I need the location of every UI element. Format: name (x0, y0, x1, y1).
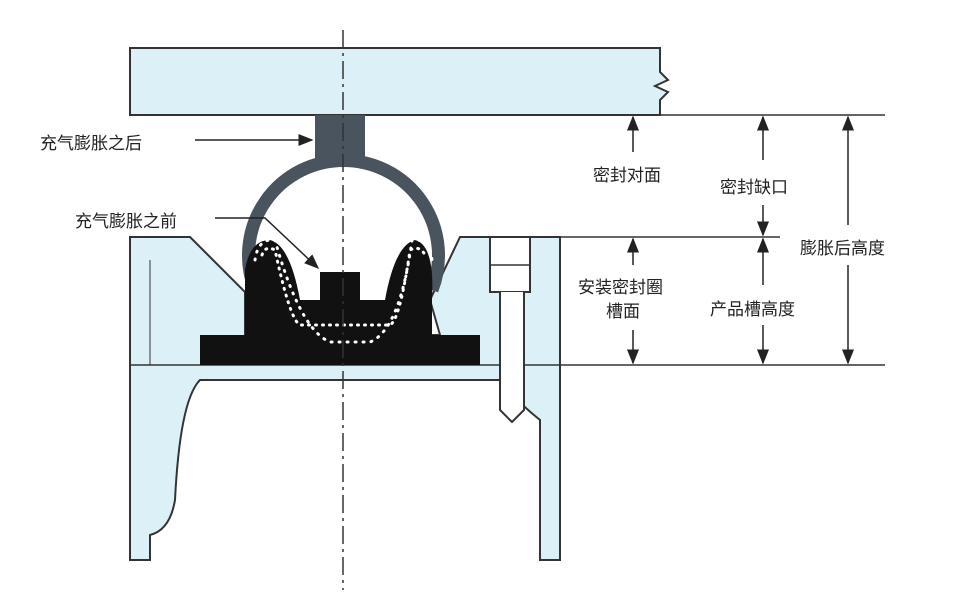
seal-base (200, 240, 480, 365)
label-groove-height: 产品槽高度 (710, 300, 795, 320)
top-plate (129, 47, 670, 116)
bolt-shaft (499, 292, 525, 424)
label-inflated-height: 膨胀后高度 (800, 239, 885, 259)
label-seal-face: 密封对面 (593, 166, 661, 186)
groove-body (129, 236, 561, 561)
label-before-inflation: 充气膨胀之前 (75, 212, 177, 232)
label-seal-gap: 密封缺口 (720, 178, 788, 198)
label-install-groove-2: 槽面 (606, 302, 640, 322)
label-install-groove-1: 安装密封圈 (578, 278, 663, 298)
seal-bead-line (260, 246, 427, 327)
label-after-inflation: 充气膨胀之后 (40, 134, 142, 154)
seal-stem (315, 115, 365, 160)
